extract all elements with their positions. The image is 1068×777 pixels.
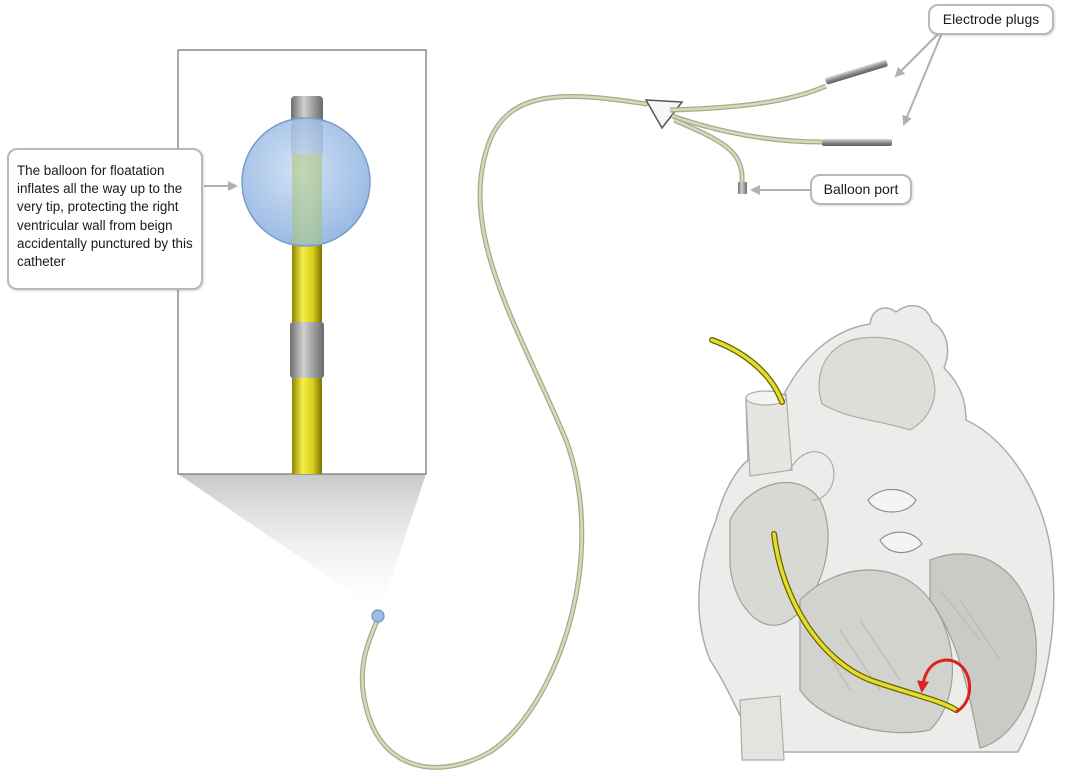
- superior-vena-cava: [746, 394, 792, 476]
- shaft-segment-2: [292, 378, 322, 474]
- electrode-plugs-label: Electrode plugs: [928, 4, 1054, 35]
- zoom-fan: [178, 474, 426, 612]
- electrode-arrow-1: [896, 28, 944, 76]
- branch-tube-1: [670, 86, 826, 110]
- electrode-plug-1: [825, 59, 888, 84]
- electrode-plug-2: [822, 139, 892, 146]
- electrode-arrow-2: [904, 28, 944, 124]
- balloon-port-label: Balloon port: [810, 174, 912, 205]
- inferior-vena-cava: [740, 696, 784, 760]
- catheter-tip-balloon: [372, 610, 384, 622]
- electrode-band: [290, 322, 324, 378]
- heart-illustration: [699, 306, 1054, 760]
- balloon-port-connector: [738, 182, 747, 194]
- balloon-floatation-callout: The balloon for floatation inflates all …: [7, 148, 203, 290]
